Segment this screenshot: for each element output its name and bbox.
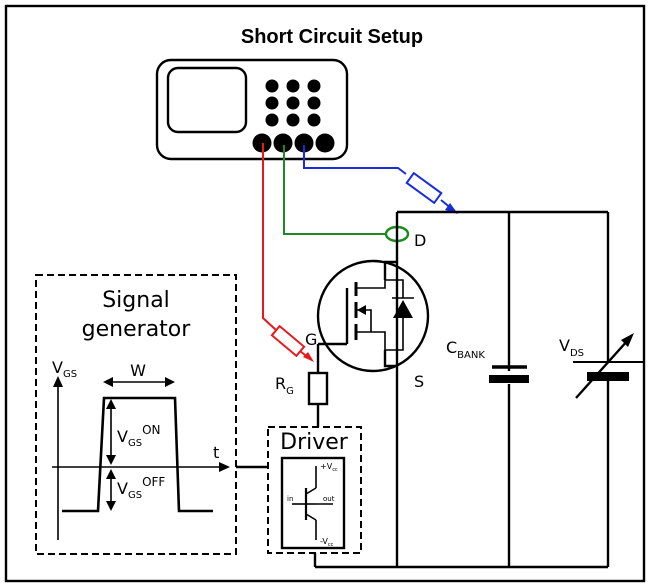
signal-generator-title-line1: Signal	[102, 288, 170, 313]
vgs-on-label-sub: GS	[128, 438, 142, 449]
vgs-off-label-sup: OFF	[142, 475, 165, 489]
driver-vcc-minus: -V	[320, 537, 328, 546]
time-axis-label: t	[213, 443, 219, 462]
oscilloscope	[155, 58, 349, 161]
blue-probe	[303, 145, 458, 214]
svg-text:VGSON: VGSON	[117, 423, 160, 449]
oscilloscope-body	[155, 58, 349, 161]
gate-resistor-label: R	[275, 374, 286, 393]
red-probe	[262, 143, 314, 362]
driver-out-label: out	[323, 495, 335, 503]
vgs-off-label: V	[117, 479, 128, 498]
variable-dc-supply: VDS	[559, 333, 643, 399]
driver-in-label: in	[287, 495, 293, 503]
signal-generator: Signal generator W VGS t VGSON VGSOFF	[35, 274, 237, 555]
signal-generator-title-line2: generator	[82, 317, 192, 342]
svg-text:VGS: VGS	[52, 358, 77, 380]
gate-resistor-label-sub: G	[286, 386, 294, 397]
capacitor-label-sub: BANK	[457, 350, 485, 361]
vgs-axis-label-sub: GS	[63, 369, 77, 380]
diagram-title: Short Circuit Setup	[241, 26, 423, 48]
mosfet: D G S	[305, 231, 430, 391]
svg-text:VGSOFF: VGSOFF	[117, 475, 165, 501]
power-circuit	[315, 210, 610, 569]
source-label: S	[414, 372, 424, 391]
vgs-on-label: V	[117, 427, 128, 446]
outer-frame	[4, 4, 646, 583]
vgs-axis-label: V	[52, 358, 63, 377]
capacitor-label: C	[446, 338, 457, 357]
width-label: W	[130, 361, 146, 380]
oscilloscope-channel-connectors	[252, 133, 335, 153]
mosfet-body	[316, 259, 430, 373]
supply-label: V	[559, 336, 570, 355]
gate-resistor-body	[307, 371, 329, 406]
drain-label: D	[414, 231, 426, 250]
driver-vcc-plus: +V	[320, 462, 333, 471]
svg-text:+Vcc: +Vcc	[320, 462, 338, 473]
svg-text:-Vcc: -Vcc	[320, 537, 334, 548]
svg-text:CBANK: CBANK	[446, 338, 485, 361]
svg-text:VDS: VDS	[559, 336, 584, 359]
svg-text:RG: RG	[275, 374, 294, 397]
driver: Driver +Vcc -Vcc in out	[267, 426, 362, 554]
driver-vcc-minus-sub: cc	[328, 542, 334, 548]
driver-vcc-plus-sub: cc	[332, 467, 338, 473]
oscilloscope-screen	[166, 66, 248, 134]
driver-chip	[280, 456, 346, 550]
vgs-off-label-sub: GS	[128, 490, 142, 501]
oscilloscope-buttons	[265, 79, 321, 127]
vgs-on-label-sup: ON	[142, 423, 160, 437]
driver-label: Driver	[280, 430, 349, 455]
gate-label: G	[305, 330, 317, 349]
signal-generator-box	[35, 274, 237, 555]
vgs-pulse	[62, 396, 213, 513]
gate-resistor: RG	[275, 344, 329, 427]
capacitor-bank: CBANK	[446, 338, 529, 383]
supply-label-sub: DS	[570, 348, 584, 359]
